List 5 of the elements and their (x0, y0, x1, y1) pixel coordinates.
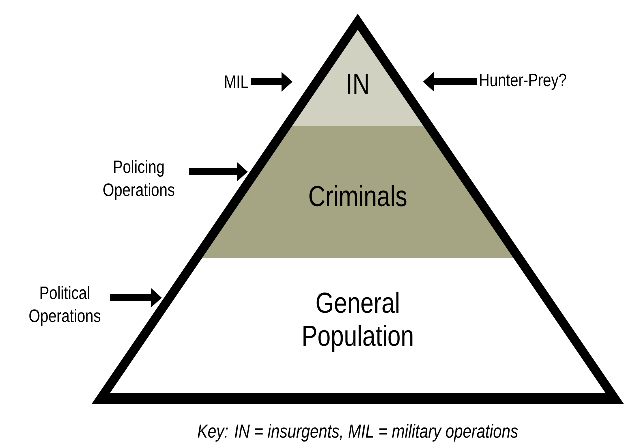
side-label: Policing Operations (104, 160, 175, 200)
side-label: Hunter-Prey? (480, 74, 566, 90)
side-label: MIL (225, 76, 248, 88)
caption: Key: IN = insurgents, MIL = military operations (198, 424, 518, 442)
pyramid-band: IN (282, 14, 434, 126)
